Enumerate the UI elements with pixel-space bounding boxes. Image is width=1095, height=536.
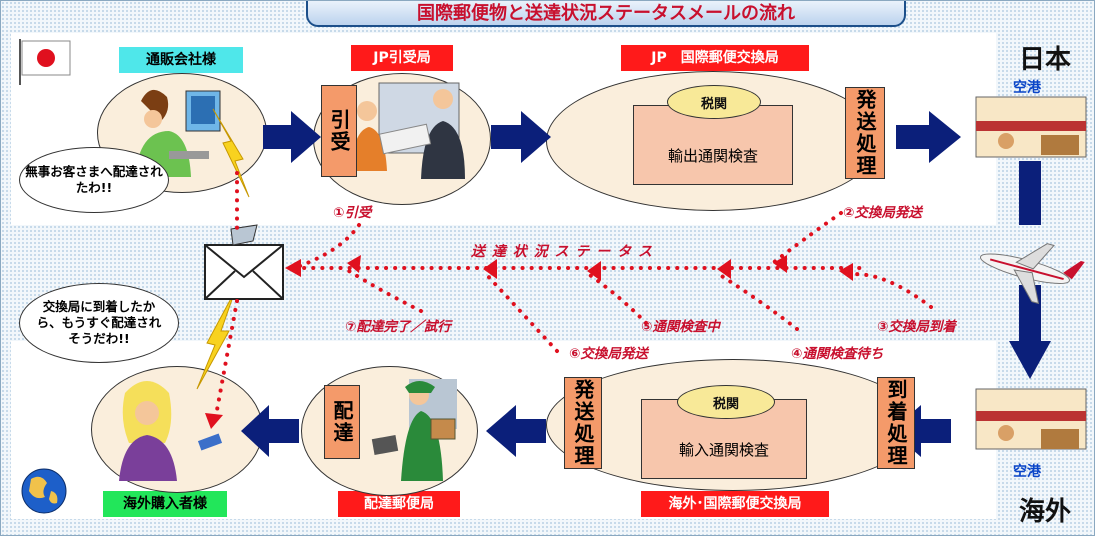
status-7: ⑦配達完了／試行	[345, 319, 451, 335]
airport-japan-icon	[975, 96, 1087, 158]
label-delivery-office: 配達郵便局	[338, 491, 460, 517]
label-overseas-exchange: 海外･国際郵便交換局	[641, 491, 829, 517]
status-4: ④通関検査待ち	[791, 346, 884, 362]
status-2: ②交換局発送	[843, 205, 922, 221]
postal-clerks-icon	[351, 82, 465, 179]
customs-tag-import: 税関	[677, 385, 775, 419]
customs-tag-export: 税関	[667, 85, 761, 119]
country-overseas: 海外	[1019, 497, 1072, 527]
status-title: 送 達 状 況 ス テ ー タ ス	[471, 244, 653, 260]
sender-speech-bubble: 無事お客さまへ配達されたわ!!	[19, 147, 169, 213]
receiver-speech-bubble: 交換局に到着したから、もうすぐ配達されそうだわ!!	[19, 283, 179, 363]
airport-japan: 空港	[1013, 80, 1041, 96]
globe-icon	[21, 468, 67, 514]
label-jp-accept: JP引受局	[351, 45, 453, 71]
sender-woman-icon	[135, 89, 221, 177]
lightning-icons	[196, 108, 250, 390]
country-japan: 日本	[1019, 45, 1072, 75]
status-6: ⑥交換局発送	[569, 346, 648, 362]
status-1: ①引受	[333, 205, 372, 221]
email-envelope-icon	[204, 224, 284, 300]
process-dispatch-overseas: 発送処理	[564, 377, 602, 469]
airport-overseas: 空港	[1013, 464, 1041, 480]
process-dispatch-jp: 発送処理	[845, 87, 885, 179]
label-overseas-buyer: 海外購入者様	[103, 491, 227, 517]
airplane-icon	[979, 243, 1085, 305]
process-delivery: 配達	[324, 385, 360, 459]
flow-arrows	[241, 111, 1051, 457]
label-mail-order: 通販会社様	[119, 47, 243, 73]
delivery-man-icon	[371, 379, 457, 481]
process-arrival: 到着処理	[877, 377, 915, 469]
receiver-woman-icon	[119, 381, 223, 481]
airport-overseas-icon	[975, 388, 1087, 450]
diagram-title: 国際郵便物と送達状況ステータスメールの流れ	[306, 1, 906, 27]
status-5: ⑤通関検査中	[641, 319, 720, 335]
label-jp-exchange: JP 国際郵便交換局	[621, 45, 809, 71]
process-accept: 引受	[321, 85, 357, 177]
japan-flag-icon	[19, 39, 71, 85]
status-3: ③交換局到着	[877, 319, 956, 335]
